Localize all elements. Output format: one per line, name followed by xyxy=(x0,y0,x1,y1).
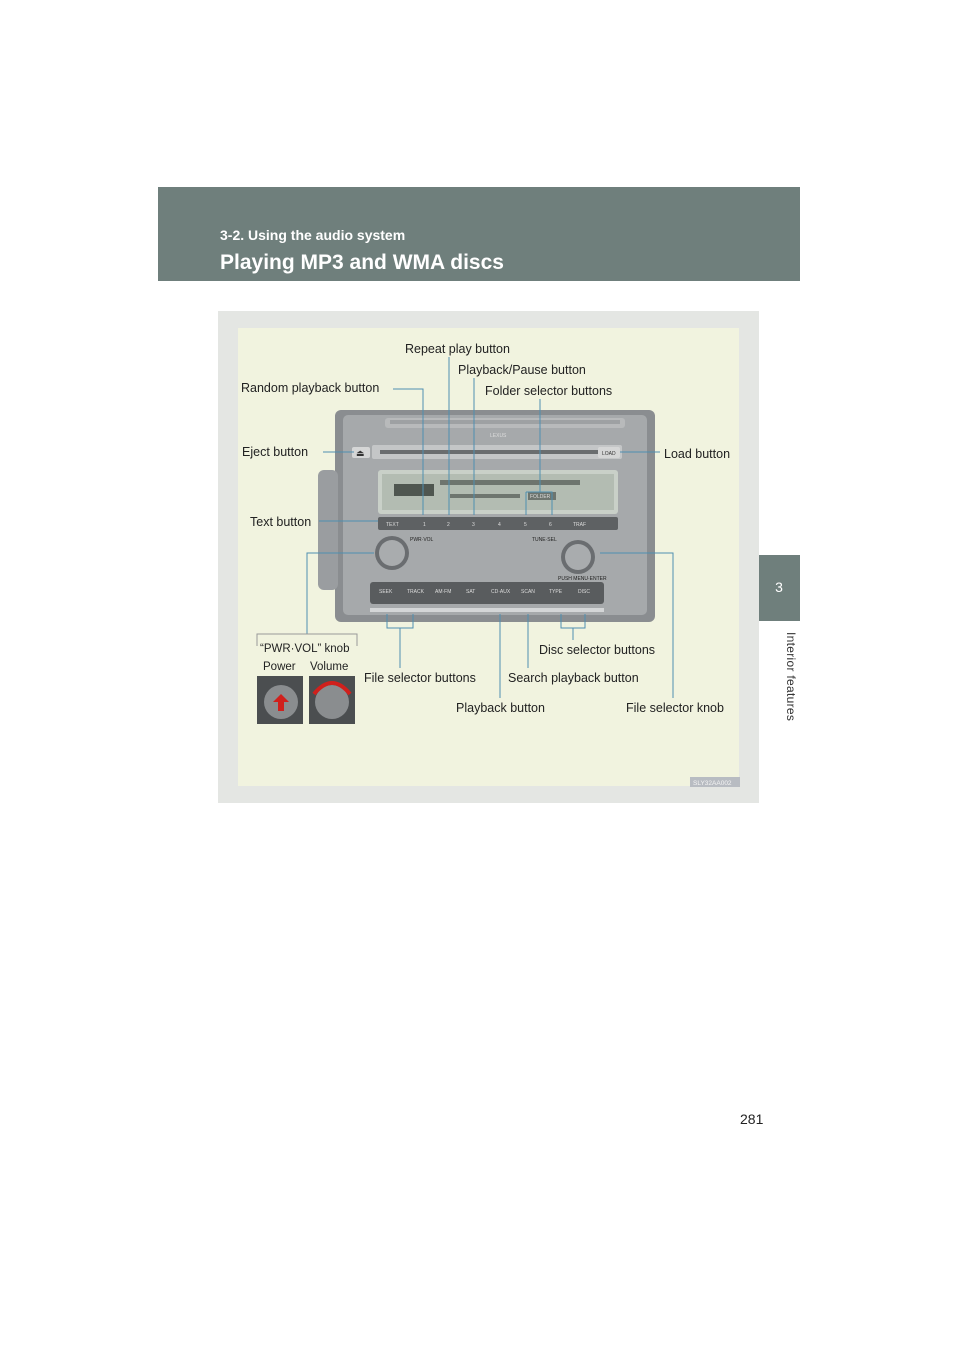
search-playback-label: Search playback button xyxy=(508,671,639,685)
knob-inset-bracket xyxy=(256,633,358,646)
preset-6: 6 xyxy=(549,522,552,528)
section-header-bar: 3-2. Using the audio system Playing MP3 … xyxy=(158,187,800,281)
track-key-label: TRACK xyxy=(407,589,425,595)
sat-key-label: SAT xyxy=(466,589,475,595)
disc-selector-label: Disc selector buttons xyxy=(539,643,655,657)
playback-pause-label: Playback/Pause button xyxy=(458,363,586,377)
am-fm-key-label: AM·FM xyxy=(435,589,451,595)
chapter-tab: 3 xyxy=(758,555,800,621)
callout-leader-lines xyxy=(306,357,674,698)
repeat-play-label: Repeat play button xyxy=(405,342,510,356)
pwr-vol-label: PWR·VOL xyxy=(410,537,434,543)
volume-label: Volume xyxy=(310,661,348,673)
figure-code: SLY32AA002 xyxy=(693,780,732,787)
cd-aux-key-label: CD·AUX xyxy=(491,589,511,595)
pwr-vol-knob-label: “PWR·VOL” knob xyxy=(260,643,349,655)
eject-icon: ⏏ xyxy=(356,448,365,458)
volume-knob-inset xyxy=(309,676,355,724)
load-key-label: LOAD xyxy=(602,451,616,457)
page-number: 281 xyxy=(740,1111,764,1127)
random-playback-label: Random playback button xyxy=(241,381,379,395)
load-label: Load button xyxy=(664,447,730,461)
folder-display-label: FOLDER xyxy=(530,494,551,500)
preset-5: 5 xyxy=(524,522,527,528)
scan-key-label: SCAN xyxy=(521,589,535,595)
preset-4: 4 xyxy=(498,522,501,528)
page-title: Playing MP3 and WMA discs xyxy=(220,251,504,274)
preset-1: 1 xyxy=(423,522,426,528)
chapter-number: 3 xyxy=(775,579,783,595)
press-arrow-icon xyxy=(273,694,289,711)
power-knob-inset xyxy=(257,676,303,724)
disc-key-label: DISC xyxy=(578,589,590,595)
file-selector-knob-label: File selector knob xyxy=(626,701,724,715)
traf-key-label: TRAF xyxy=(573,522,586,528)
eject-label: Eject button xyxy=(242,445,308,459)
text-button-label: Text button xyxy=(250,515,311,529)
rotate-arrow-icon xyxy=(312,681,352,696)
audio-head-unit: LEXUS ⏏ LOAD FOLDER TEXT 1 2 3 4 5 6 TRA… xyxy=(318,410,655,622)
section-title: 3-2. Using the audio system xyxy=(220,227,406,243)
power-label: Power xyxy=(263,661,296,673)
chapter-label: Interior features xyxy=(784,632,798,722)
type-key-label: TYPE xyxy=(549,589,563,595)
preset-2: 2 xyxy=(447,522,450,528)
text-key-label: TEXT xyxy=(386,522,399,528)
figure-code-badge xyxy=(690,777,740,787)
push-menu-enter-label: PUSH MENU·ENTER xyxy=(558,576,607,582)
preset-3: 3 xyxy=(472,522,475,528)
tune-sel-label: TUNE·SEL xyxy=(532,537,557,543)
seek-key-label: SEEK xyxy=(379,589,393,595)
file-selector-buttons-label: File selector buttons xyxy=(364,671,476,685)
playback-label: Playback button xyxy=(456,701,545,715)
brand-logo: LEXUS xyxy=(490,433,507,439)
folder-selector-label: Folder selector buttons xyxy=(485,384,612,398)
